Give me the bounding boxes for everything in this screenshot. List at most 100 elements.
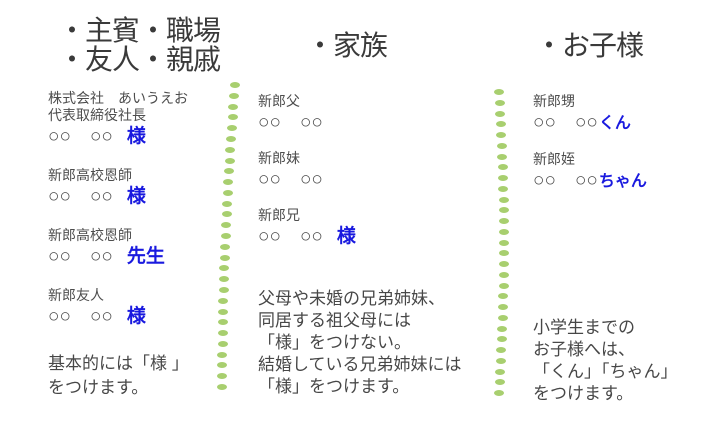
family-entry: 新郎兄 ○○ ○○ 様 xyxy=(258,207,478,250)
divider-dot xyxy=(498,250,509,257)
note-line: 「くん」「ちゃん」 xyxy=(533,362,678,381)
divider-dot xyxy=(495,110,506,117)
entry-honorific: 様 xyxy=(126,306,146,327)
note-line: 父母や未婚の兄弟姉妹、 xyxy=(258,289,445,308)
divider-dot xyxy=(497,314,508,321)
divider-dot xyxy=(498,218,509,224)
entry-honorific: 様 xyxy=(126,126,146,147)
child-entry: 新郎姪 ○○ ○○ちゃん xyxy=(533,151,703,195)
divider-dot xyxy=(497,164,508,171)
entry-label: 新郎兄 xyxy=(258,207,300,223)
guest-entry: 新郎友人 ○○ ○○様 xyxy=(48,287,238,330)
entry-name-row: ○○ ○○ 様 xyxy=(48,184,238,210)
entry-name: ○○ ○○ xyxy=(258,226,323,247)
divider-dot xyxy=(494,390,504,396)
entry-name: ○○ ○○ xyxy=(48,126,113,147)
entry-label: 新郎甥 xyxy=(533,93,575,109)
divider-dot xyxy=(498,261,509,267)
note-line: 結婚している兄弟姉妹には xyxy=(258,355,462,374)
entry-name: ○○ ○○ xyxy=(258,169,323,190)
note-line: お子様へは、 xyxy=(533,340,635,359)
entry-name: ○○ ○○ xyxy=(533,112,598,133)
guest-entry: 株式会社 あいうえお 代表取締役社長 ○○ ○○ 様 xyxy=(48,90,238,150)
divider-dot xyxy=(496,336,507,343)
note-family: 父母や未婚の兄弟姉妹、 同居する祖父母には 「様」をつけない。 結婚している兄弟… xyxy=(258,288,478,398)
child-entry: 新郎甥 ○○ ○○くん xyxy=(533,93,703,137)
divider-dot xyxy=(494,379,505,386)
divider-dot xyxy=(495,368,506,375)
children-entry-list: 新郎甥 ○○ ○○くん 新郎姪 ○○ ○○ちゃん xyxy=(533,93,703,195)
note-line: をつけます。 xyxy=(48,378,149,397)
entry-name-row: ○○ ○○ xyxy=(258,110,478,136)
entry-name-row: ○○ ○○ちゃん xyxy=(533,168,703,195)
entry-honorific: 様 xyxy=(126,186,146,207)
entry-name: ○○ ○○ xyxy=(48,306,113,327)
entry-label: 新郎姪 xyxy=(533,151,575,167)
entry-label: 新郎高校恩師 xyxy=(48,227,132,243)
guest-entry: 新郎高校恩師 ○○ ○○ 様 xyxy=(48,167,238,210)
divider-dot xyxy=(497,153,508,160)
note-line: をつけます。 xyxy=(533,384,634,403)
entry-label: 代表取締役社長 xyxy=(48,107,146,123)
column-children: ・お子様 新郎甥 ○○ ○○くん 新郎姪 ○○ ○○ちゃん 小学生までの お子様… xyxy=(533,30,703,405)
entry-honorific: 先生 xyxy=(126,246,165,267)
entry-name: ○○ ○○ xyxy=(48,246,113,267)
divider-dot xyxy=(498,271,509,278)
entry-name-row: ○○ ○○ xyxy=(258,167,478,193)
divider-dot xyxy=(496,142,507,149)
note-line: 「様」をつけない。 xyxy=(258,333,411,352)
note-line: 同居する祖父母には xyxy=(258,311,411,330)
divider-dot xyxy=(498,282,509,289)
divider-dot xyxy=(494,89,504,95)
guest-entry: 新郎高校恩師 ○○ ○○ 先生 xyxy=(48,227,238,270)
note-line: 「様」をつけます。 xyxy=(258,377,410,396)
entry-name: ○○ ○○ xyxy=(533,170,598,191)
entry-name-row: ○○ ○○ 様 xyxy=(48,304,238,330)
heading-family: ・家族 xyxy=(306,30,478,62)
entry-name-row: ○○ ○○ 様 xyxy=(258,224,478,250)
divider-dot xyxy=(498,228,509,235)
heading-guests-line1: ・主賓・職場 xyxy=(58,15,221,46)
divider-dot xyxy=(494,99,505,106)
divider-dot xyxy=(495,357,506,364)
heading-family-line1: ・家族 xyxy=(306,30,388,61)
divider-dot xyxy=(498,293,509,300)
divider-dot xyxy=(496,132,507,138)
entry-name: ○○ ○○ xyxy=(48,186,113,207)
divider-dot xyxy=(497,325,508,332)
note-guests: 基本的には「様 」 をつけます。 xyxy=(48,352,238,400)
divider-dot xyxy=(498,185,509,192)
note-children: 小学生までの お子様へは、 「くん」「ちゃん」 をつけます。 xyxy=(533,317,703,405)
entry-name-row: ○○ ○○ 先生 xyxy=(48,244,238,270)
entry-honorific: くん xyxy=(598,115,631,132)
divider-dot xyxy=(497,304,508,310)
divider-dot xyxy=(499,239,509,246)
heading-guests: ・主賓・職場 ・友人・親戚 xyxy=(58,16,238,74)
divider-dot xyxy=(495,121,506,128)
divider-dot xyxy=(498,196,509,203)
divider-dot xyxy=(498,207,509,214)
entry-label: 新郎高校恩師 xyxy=(48,167,132,183)
entry-honorific: ちゃん xyxy=(598,173,647,190)
entry-name-row: ○○ ○○くん xyxy=(533,110,703,137)
family-entry: 新郎父 ○○ ○○ xyxy=(258,93,478,136)
heading-guests-line2: ・友人・親戚 xyxy=(58,44,221,75)
entry-name: ○○ ○○ xyxy=(258,112,323,133)
entry-label: 新郎妹 xyxy=(258,150,300,166)
column-guests: ・主賓・職場 ・友人・親戚 株式会社 あいうえお 代表取締役社長 ○○ ○○様 … xyxy=(48,16,238,400)
divider-dot xyxy=(497,175,508,181)
family-entry-list: 新郎父 ○○ ○○ 新郎妹 ○○ ○○ 新郎兄 ○○ ○○ 様 xyxy=(258,93,478,250)
entry-label: 新郎父 xyxy=(258,93,300,109)
entry-label: 株式会社 あいうえお xyxy=(48,90,188,106)
entry-name-row: ○○ ○○ 様 xyxy=(48,124,238,150)
divider-dot xyxy=(496,347,507,353)
heading-children-line1: ・お子様 xyxy=(535,30,644,61)
note-line: 小学生までの xyxy=(533,318,635,337)
column-family: ・家族 新郎父 ○○ ○○ 新郎妹 ○○ ○○ 新郎兄 ○○ ○○ 様 父母や未婚… xyxy=(258,30,478,398)
heading-children: ・お子様 xyxy=(535,30,703,62)
note-line: 基本的には「様 」 xyxy=(48,354,189,373)
entry-honorific: 様 xyxy=(336,226,356,247)
guest-entry-list: 株式会社 あいうえお 代表取締役社長 ○○ ○○様 新郎高校恩師 ○○ ○○様 … xyxy=(48,90,238,330)
family-entry: 新郎妹 ○○ ○○ xyxy=(258,150,478,193)
